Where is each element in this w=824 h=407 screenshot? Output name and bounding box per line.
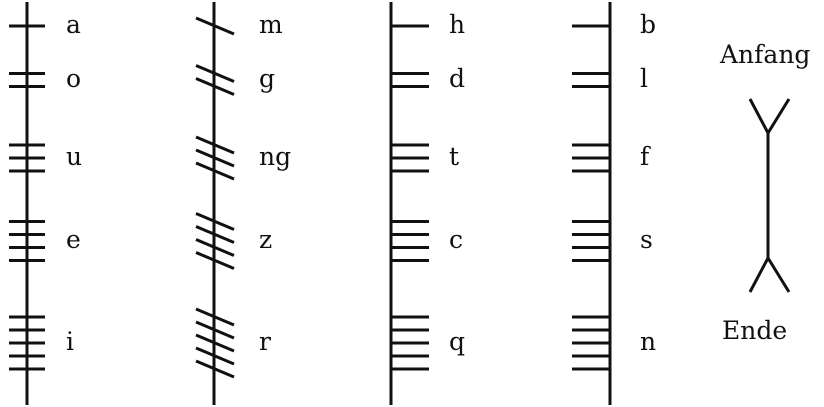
- letter-stroke: [195, 16, 235, 36]
- letter-stroke: [195, 148, 235, 168]
- aicme-huatha-column: [389, 2, 429, 405]
- letter-stroke: [195, 64, 235, 83]
- letter-stroke: [195, 251, 235, 270]
- letter-stroke: [195, 320, 235, 340]
- direction-arrow: [748, 98, 791, 293]
- arrow-bottom-fork: [748, 254, 791, 293]
- letter-label: b: [640, 10, 657, 39]
- letter-label: t: [449, 142, 460, 171]
- letter-stroke: [195, 161, 235, 181]
- letter-stroke: [195, 333, 235, 353]
- letter-label: d: [449, 64, 466, 93]
- letter-label: l: [640, 64, 648, 93]
- start-label: Anfang: [720, 40, 811, 69]
- letter-label: u: [66, 142, 83, 171]
- letter-label: q: [449, 327, 466, 356]
- letter-label: z: [259, 225, 273, 254]
- letter-label: g: [259, 64, 276, 93]
- letter-label: m: [259, 10, 283, 39]
- aicme-ailm-column: [9, 2, 45, 405]
- letter-stroke: [195, 212, 235, 231]
- letter-label: f: [640, 142, 650, 171]
- letter-label: ng: [259, 142, 292, 171]
- letter-stroke: [195, 346, 235, 366]
- letter-label: n: [640, 327, 657, 356]
- letter-label: s: [640, 225, 653, 254]
- letter-label: e: [66, 225, 81, 254]
- letter-stroke: [195, 135, 235, 155]
- arrow-top-fork: [748, 98, 791, 137]
- letter-stroke: [195, 307, 235, 327]
- letter-stroke: [195, 77, 235, 96]
- letter-label: c: [449, 225, 464, 254]
- letter-label: r: [259, 327, 271, 356]
- letter-label: a: [66, 10, 81, 39]
- letter-stroke: [195, 359, 235, 379]
- aicme-muine-column: [195, 2, 235, 405]
- end-label: Ende: [722, 316, 788, 345]
- aicme-beithe-column: [572, 2, 612, 405]
- letter-label: h: [449, 10, 466, 39]
- letter-label: o: [66, 64, 82, 93]
- letter-stroke: [195, 238, 235, 257]
- letter-stroke: [195, 225, 235, 244]
- letter-label: i: [66, 327, 74, 356]
